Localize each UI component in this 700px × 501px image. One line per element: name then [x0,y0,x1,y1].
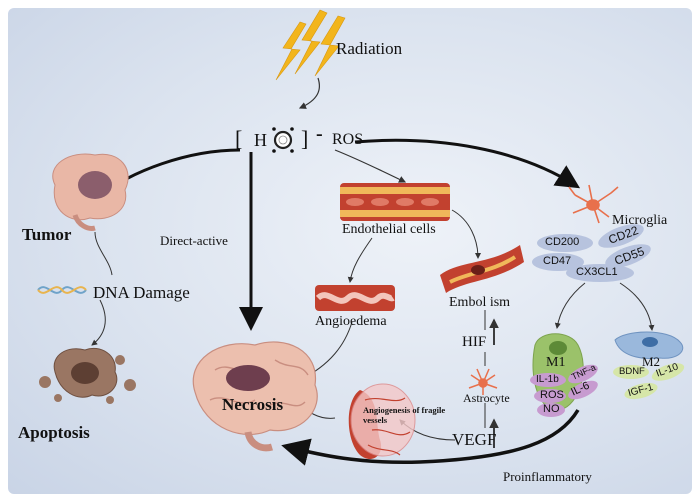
lightning-icon [275,9,346,81]
arrow-ros-to-microglia [354,138,581,189]
radiation-label: Radiation [336,39,403,58]
direct-active-label: Direct-active [160,233,228,248]
astrocyte-icon [468,368,498,395]
arrow-to-m1 [554,282,586,329]
m2-marker-shapes [613,363,685,400]
marker-cx3cl1: CX3CL1 [576,266,618,278]
tumor-label: Tumor [22,225,72,244]
angioedema-vessel-icon [315,285,395,311]
dna-icon [37,286,87,294]
m1-label: M1 [546,355,566,370]
embolism-label: Embol ism [449,295,511,310]
m2-label: M2 [642,354,661,369]
m1-marker-no: NO [543,403,560,415]
microglia-icon [568,184,619,224]
bracket-left: [ [235,126,243,151]
arrow-dna-to-apoptosis [91,299,106,346]
microglia-label: Microglia [612,213,668,228]
m2-cell-icon [614,331,684,359]
m1-marker-ros: ROS [540,389,564,401]
arrow-endothelial-to-angioedema [347,237,373,283]
endothelial-label: Endothelial cells [342,222,436,237]
proinflammatory-label: Proinflammatory [503,469,592,484]
embolism-vessel-icon [440,245,524,293]
hif-label: HIF [462,334,487,350]
astrocyte-label: Astrocyte [463,391,510,405]
marker-cd47: CD47 [543,255,572,267]
hydroxyl-radical-icon [272,127,294,153]
apoptotic-cell-icon [39,348,136,404]
necrosis-brain-icon [192,341,318,452]
bracket-right: ] [301,126,309,151]
ros-label: ROS [332,131,364,148]
vegf-label: VEGF [452,430,497,449]
m1-marker-il1b: IL-1b [536,374,559,385]
necrosis-label: Necrosis [222,395,284,414]
fragile-vessels-icon [348,383,416,460]
arrow-proinflammatory [281,409,580,466]
m1-marker-shapes [530,364,598,417]
apoptosis-label: Apoptosis [18,423,90,442]
arrow-endothelial-to-embolism [451,209,481,259]
h-label: H [254,130,267,150]
arrow-radiation-to-ros [298,77,321,109]
marker-cd200: CD200 [545,236,580,248]
microglia-marker-shapes [532,224,651,282]
tumor-brain-icon [52,153,129,231]
arrow-ros-to-endothelial [334,149,407,183]
dna-damage-label: DNA Damage [93,283,190,302]
minus-label: - [316,123,323,145]
arrow-to-m2 [619,282,655,331]
m2-marker-bdnf: BDNF [619,366,645,377]
blood-vessel-icon [340,183,450,221]
angioedema-label: Angioedema [315,314,387,329]
arrow-tumor-to-dna [94,231,113,276]
angiogenesis-label: Angiogenesis of fragile vessels [363,405,446,425]
